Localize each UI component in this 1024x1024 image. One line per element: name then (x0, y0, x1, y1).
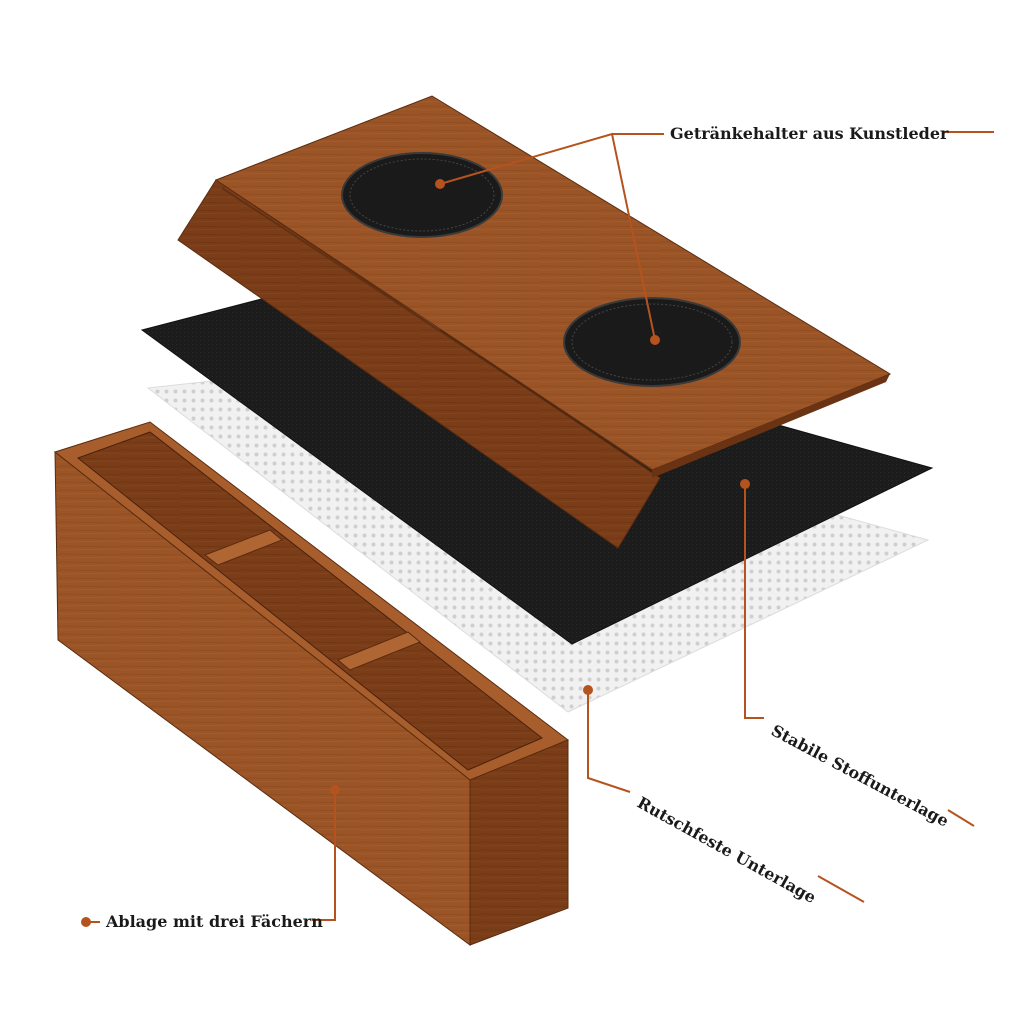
box-interior (76, 431, 543, 771)
storage-box (53, 421, 569, 946)
label-storage: Ablage mit drei Fächern (105, 912, 323, 931)
leader-storage (81, 785, 340, 927)
box-divider-1 (203, 529, 283, 566)
leader-cup-holder (435, 131, 994, 345)
leader-fabric-base (740, 479, 975, 827)
box-end-face (469, 739, 569, 946)
label-cup-holder: Getränkehalter aus Kunstleder (670, 124, 949, 143)
label-nonslip-base: Rutschfeste Unterlage (634, 793, 819, 907)
cup-holder-1 (341, 152, 503, 238)
tray-front-flap (177, 179, 661, 549)
label-fabric-base: Stabile Stoffunterlage (768, 721, 952, 831)
leader-nonslip-base (583, 685, 865, 903)
box-divider-2 (337, 631, 421, 671)
